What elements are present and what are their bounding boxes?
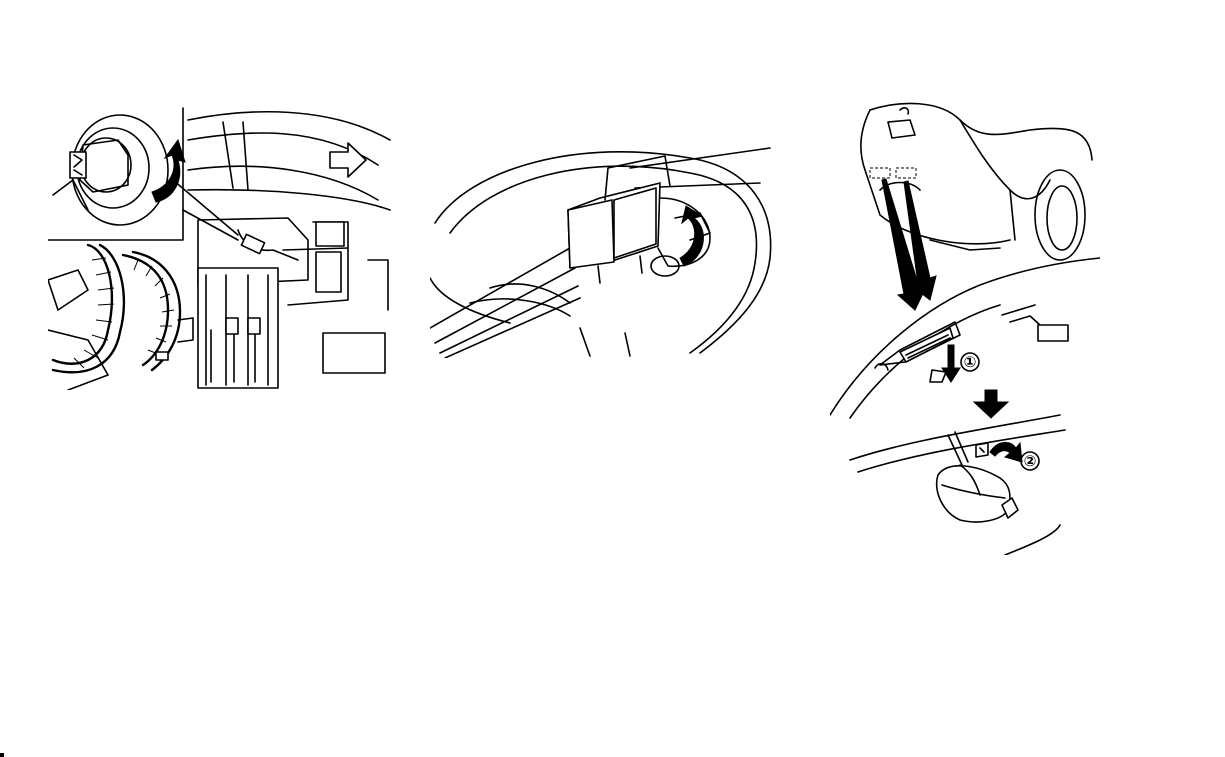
rotate-arrow-icon (990, 442, 1022, 462)
page-corner-mark (0, 753, 4, 757)
step-1-label: ① (964, 353, 977, 371)
license-plate-lamp-illustration: ① ② (830, 100, 1100, 555)
engine-bay-illustration (48, 100, 393, 390)
bulb-socket-inset (53, 115, 168, 225)
rotate-arrow-icon (680, 206, 703, 266)
step-2-label: ② (1024, 452, 1037, 470)
block-arrow-down-icon (974, 390, 1008, 418)
connector-illustration (430, 128, 775, 358)
step-2-marker: ② (1021, 452, 1039, 470)
direction-arrow-icon (330, 143, 366, 177)
step-1-marker: ① (961, 353, 979, 371)
